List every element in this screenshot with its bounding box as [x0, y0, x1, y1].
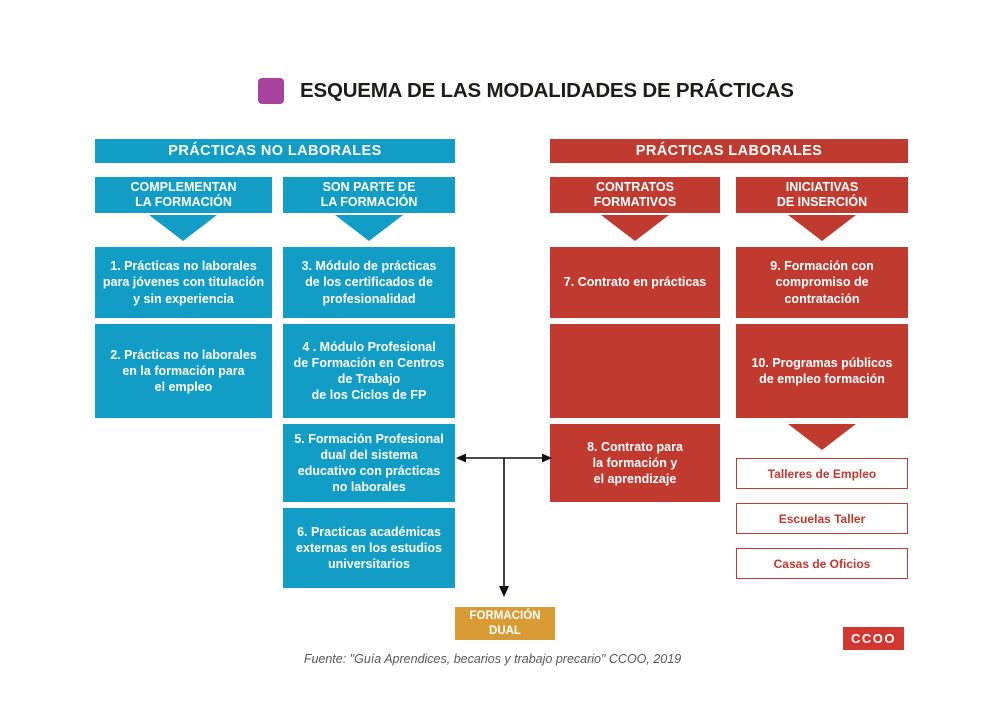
- box-5-formacion-profesional-dual: 5. Formación Profesional dual del sistem…: [283, 424, 455, 502]
- down-arrow-icon: [335, 215, 403, 241]
- ccoo-logo: CCOO: [843, 627, 904, 650]
- box-7-contrato-practicas: 7. Contrato en prácticas: [550, 247, 720, 318]
- connector-arrow: [456, 453, 552, 597]
- subheader-complementan-formacion: COMPLEMENTAN LA FORMACIÓN: [95, 177, 272, 213]
- header-practicas-no-laborales: PRÁCTICAS NO LABORALES: [95, 139, 455, 163]
- down-arrow-icon: [601, 215, 669, 241]
- box-9-formacion-compromiso: 9. Formación con compromiso de contratac…: [736, 247, 908, 318]
- down-arrow-icon: [788, 424, 856, 450]
- box-6-practicas-academicas: 6. Practicas académicas externas en los …: [283, 508, 455, 588]
- box-formacion-dual: FORMACIÓN DUAL: [455, 607, 555, 640]
- source-caption: Fuente: "Guía Aprendices, becarios y tra…: [303, 652, 682, 666]
- outlined-box-talleres-empleo: Talleres de Empleo: [736, 458, 908, 489]
- down-arrow-icon: [149, 215, 217, 241]
- page-title: ESQUEMA DE LAS MODALIDADES DE PRÁCTICAS: [300, 79, 794, 102]
- subheader-iniciativas-insercion: INICIATIVAS DE INSERCIÓN: [736, 177, 908, 213]
- box-4-modulo-profesional-fct: 4 . Módulo Profesional de Formación en C…: [283, 324, 455, 418]
- header-practicas-laborales: PRÁCTICAS LABORALES: [550, 139, 908, 163]
- outlined-box-casas-oficios: Casas de Oficios: [736, 548, 908, 579]
- box-1-practicas-no-laborales-jovenes: 1. Prácticas no laborales para jóvenes c…: [95, 247, 272, 318]
- box-2-practicas-no-laborales-empleo: 2. Prácticas no laborales en la formació…: [95, 324, 272, 418]
- box-8-contrato-formacion-aprendizaje: 8. Contrato para la formación y el apren…: [550, 424, 720, 502]
- subheader-contratos-formativos: CONTRATOS FORMATIVOS: [550, 177, 720, 213]
- outlined-box-escuelas-taller: Escuelas Taller: [736, 503, 908, 534]
- subheader-son-parte-formacion: SON PARTE DE LA FORMACIÓN: [283, 177, 455, 213]
- title-row: ESQUEMA DE LAS MODALIDADES DE PRÁCTICAS: [258, 78, 794, 104]
- title-bullet-square: [258, 78, 284, 104]
- box-3-modulo-practicas-certificados: 3. Módulo de prácticas de los certificad…: [283, 247, 455, 318]
- box-10-programas-publicos: 10. Programas públicos de empleo formaci…: [736, 324, 908, 418]
- box-empty-red: [550, 324, 720, 418]
- down-arrow-icon: [788, 215, 856, 241]
